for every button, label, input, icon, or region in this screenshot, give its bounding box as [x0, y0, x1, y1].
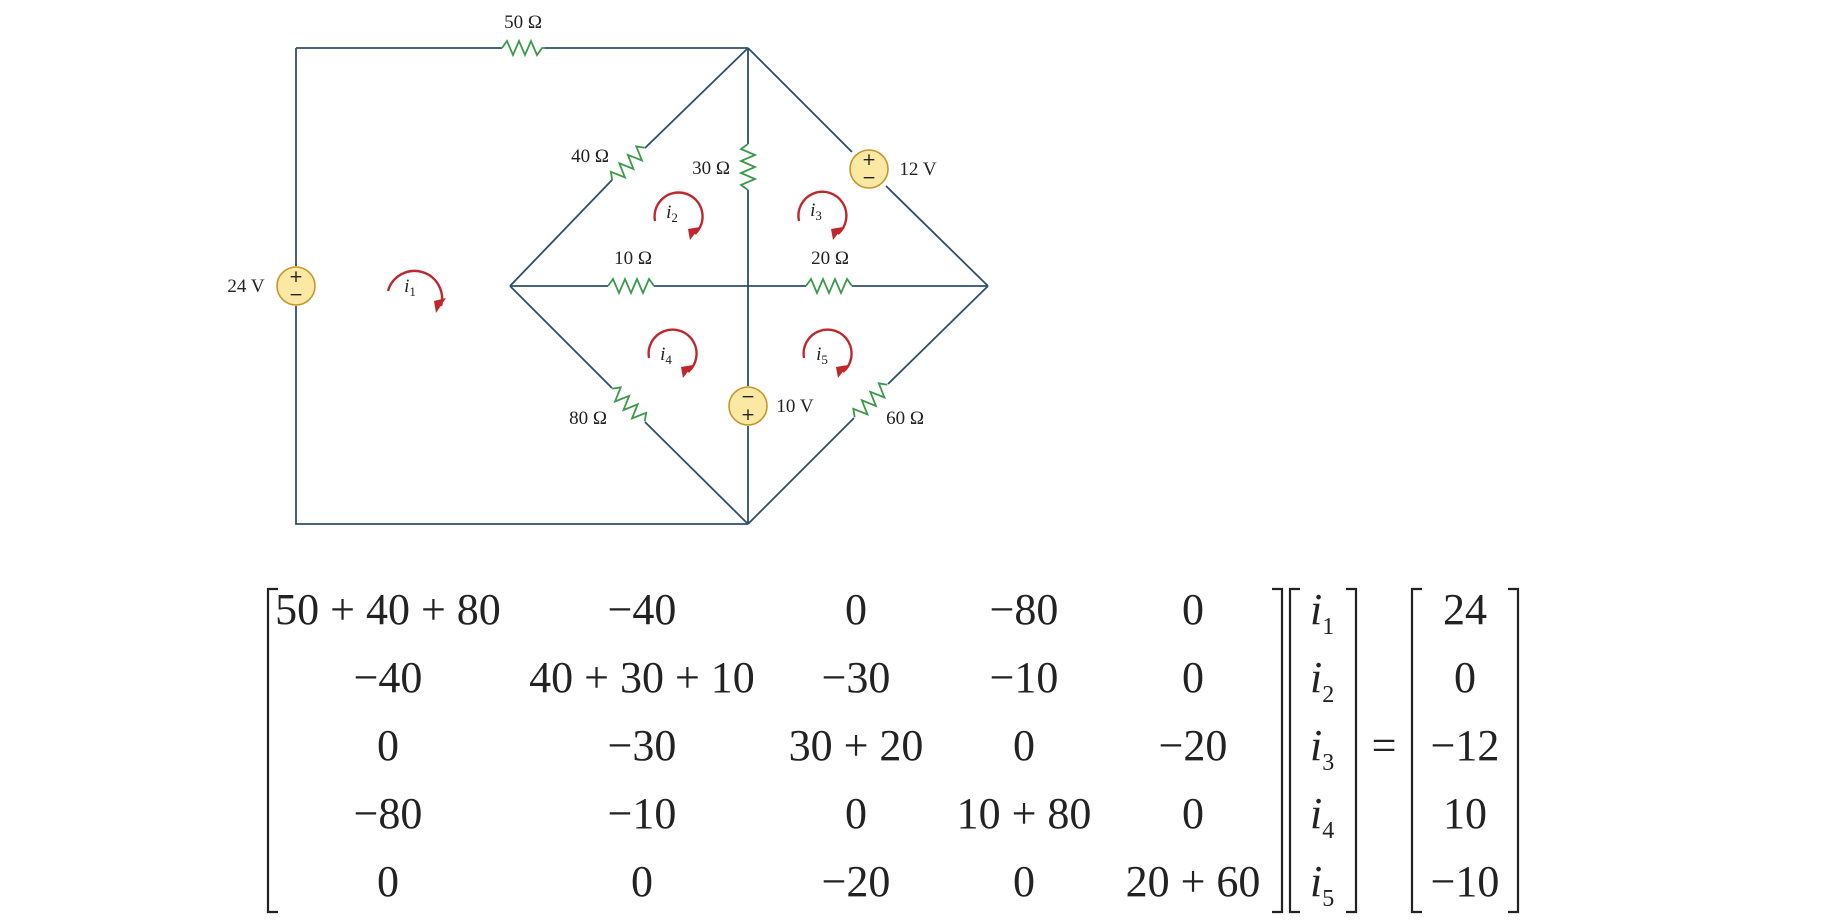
rhs-vector-right-bracket	[1508, 587, 1520, 914]
matrix-cell-r1c1: 50 + 40 + 80	[275, 585, 501, 634]
matrix-cell-r1c2: −40	[608, 585, 677, 634]
rhs-cell-3: −12	[1431, 721, 1500, 770]
coefficient-matrix-right-bracket	[1272, 587, 1284, 914]
wire-diamond-lower-left-a	[509, 285, 613, 389]
label-60-ohm: 60 Ω	[886, 408, 924, 429]
rhs-cell-4: 10	[1443, 789, 1487, 838]
matrix-cell-r4c1: −80	[354, 789, 423, 838]
current-label-i3: i3	[810, 200, 822, 223]
source-24v-minus: −	[289, 285, 303, 305]
voltage-source-10v: − +	[728, 386, 768, 426]
matrix-cell-r5c3: −20	[822, 857, 891, 906]
unknown-i2: i2	[1310, 653, 1334, 708]
source-24v-plus: +	[289, 267, 303, 287]
current-label-i2: i2	[666, 202, 678, 225]
matrix-cell-r2c3: −30	[822, 653, 891, 702]
resistor-80	[612, 386, 648, 422]
label-50-ohm: 50 Ω	[504, 12, 542, 33]
unknown-i5: i5	[1310, 857, 1334, 912]
resistor-30	[738, 143, 758, 191]
matrix-cell-r5c1: 0	[377, 857, 399, 906]
matrix-cell-r1c4: −80	[990, 585, 1059, 634]
wire-diamond-upper-right-b	[885, 185, 989, 287]
mesh-current-i2: i2	[653, 191, 704, 240]
source-12v-minus: −	[862, 168, 876, 188]
matrix-cell-r5c2: 0	[631, 857, 653, 906]
mesh-current-i3: i3	[797, 190, 848, 240]
matrix-cell-r1c5: 0	[1182, 585, 1204, 634]
label-10-ohm: 10 Ω	[614, 248, 652, 269]
matrix-cell-r5c5: 20 + 60	[1126, 857, 1261, 906]
label-80-ohm: 80 Ω	[569, 408, 607, 429]
rhs-cell-2: 0	[1454, 653, 1476, 702]
matrix-cell-r3c2: −30	[608, 721, 677, 770]
coefficient-matrix-left-bracket	[266, 587, 278, 914]
wire-diamond-lower-right-a	[887, 285, 989, 385]
resistor-60	[852, 382, 888, 418]
mesh-current-i1: i1	[386, 269, 446, 313]
unknown-vector-right-bracket	[1346, 587, 1358, 914]
voltage-source-12v: + −	[849, 149, 889, 189]
wire-diamond-upper-left-a	[644, 47, 749, 149]
matrix-cell-r4c3: 0	[845, 789, 867, 838]
equals-sign: =	[1372, 721, 1397, 770]
rhs-vector-left-bracket	[1410, 587, 1422, 914]
circuit-diagram: + − + − − + 50 Ω 40 Ω 30 Ω 10 Ω 20 Ω 80 …	[227, 12, 989, 525]
resistor-50	[501, 38, 545, 58]
matrix-cell-r2c5: 0	[1182, 653, 1204, 702]
label-24-volt: 24 V	[227, 276, 264, 297]
matrix-cell-r1c3: 0	[845, 585, 867, 634]
rhs-cell-1: 24	[1443, 585, 1487, 634]
matrix-cell-r2c2: 40 + 30 + 10	[529, 653, 755, 702]
unknown-i3: i3	[1310, 721, 1334, 776]
wire-diamond-upper-right-a	[747, 47, 853, 153]
rhs-cell-5: −10	[1431, 857, 1500, 906]
matrix-cell-r4c5: 0	[1182, 789, 1204, 838]
unknown-vector-left-bracket	[1288, 587, 1300, 914]
matrix-cell-r3c1: 0	[377, 721, 399, 770]
matrix-cell-r5c4: 0	[1013, 857, 1035, 906]
matrix-equation: 50 + 40 + 80 −40 0 −80 0 −40 40 + 30 + 1…	[266, 585, 1520, 914]
wire-diamond-lower-left-b	[644, 421, 749, 525]
matrix-cell-r2c4: −10	[990, 653, 1059, 702]
current-label-i1: i1	[404, 276, 416, 299]
label-30-ohm: 30 Ω	[692, 158, 730, 179]
matrix-cell-r2c1: −40	[354, 653, 423, 702]
current-label-i5: i5	[816, 344, 828, 367]
source-12v-plus: +	[862, 150, 876, 170]
matrix-cell-r4c4: 10 + 80	[957, 789, 1092, 838]
current-label-i4: i4	[660, 344, 672, 367]
source-10v-plus: +	[741, 405, 755, 425]
resistor-20	[805, 276, 853, 296]
resistor-40	[609, 145, 645, 181]
mesh-current-i5: i5	[802, 328, 853, 378]
matrix-cell-r3c5: −20	[1159, 721, 1228, 770]
unknown-i4: i4	[1310, 789, 1334, 844]
resistor-10	[607, 276, 655, 296]
label-20-ohm: 20 Ω	[811, 248, 849, 269]
source-10v-minus: −	[741, 387, 755, 407]
wire-diamond-upper-left-b	[509, 179, 613, 287]
label-12-volt: 12 V	[899, 159, 936, 180]
label-10-volt: 10 V	[776, 396, 813, 417]
matrix-cell-r4c2: −10	[608, 789, 677, 838]
wire-left-lower	[295, 306, 748, 525]
matrix-cell-r3c4: 0	[1013, 721, 1035, 770]
wire-diamond-lower-right-b	[747, 417, 855, 525]
label-40-ohm: 40 Ω	[571, 146, 609, 167]
mesh-current-i4: i4	[647, 328, 698, 378]
matrix-cell-r3c3: 30 + 20	[789, 721, 924, 770]
unknown-i1: i1	[1310, 585, 1334, 640]
voltage-source-24v: + −	[276, 266, 316, 306]
